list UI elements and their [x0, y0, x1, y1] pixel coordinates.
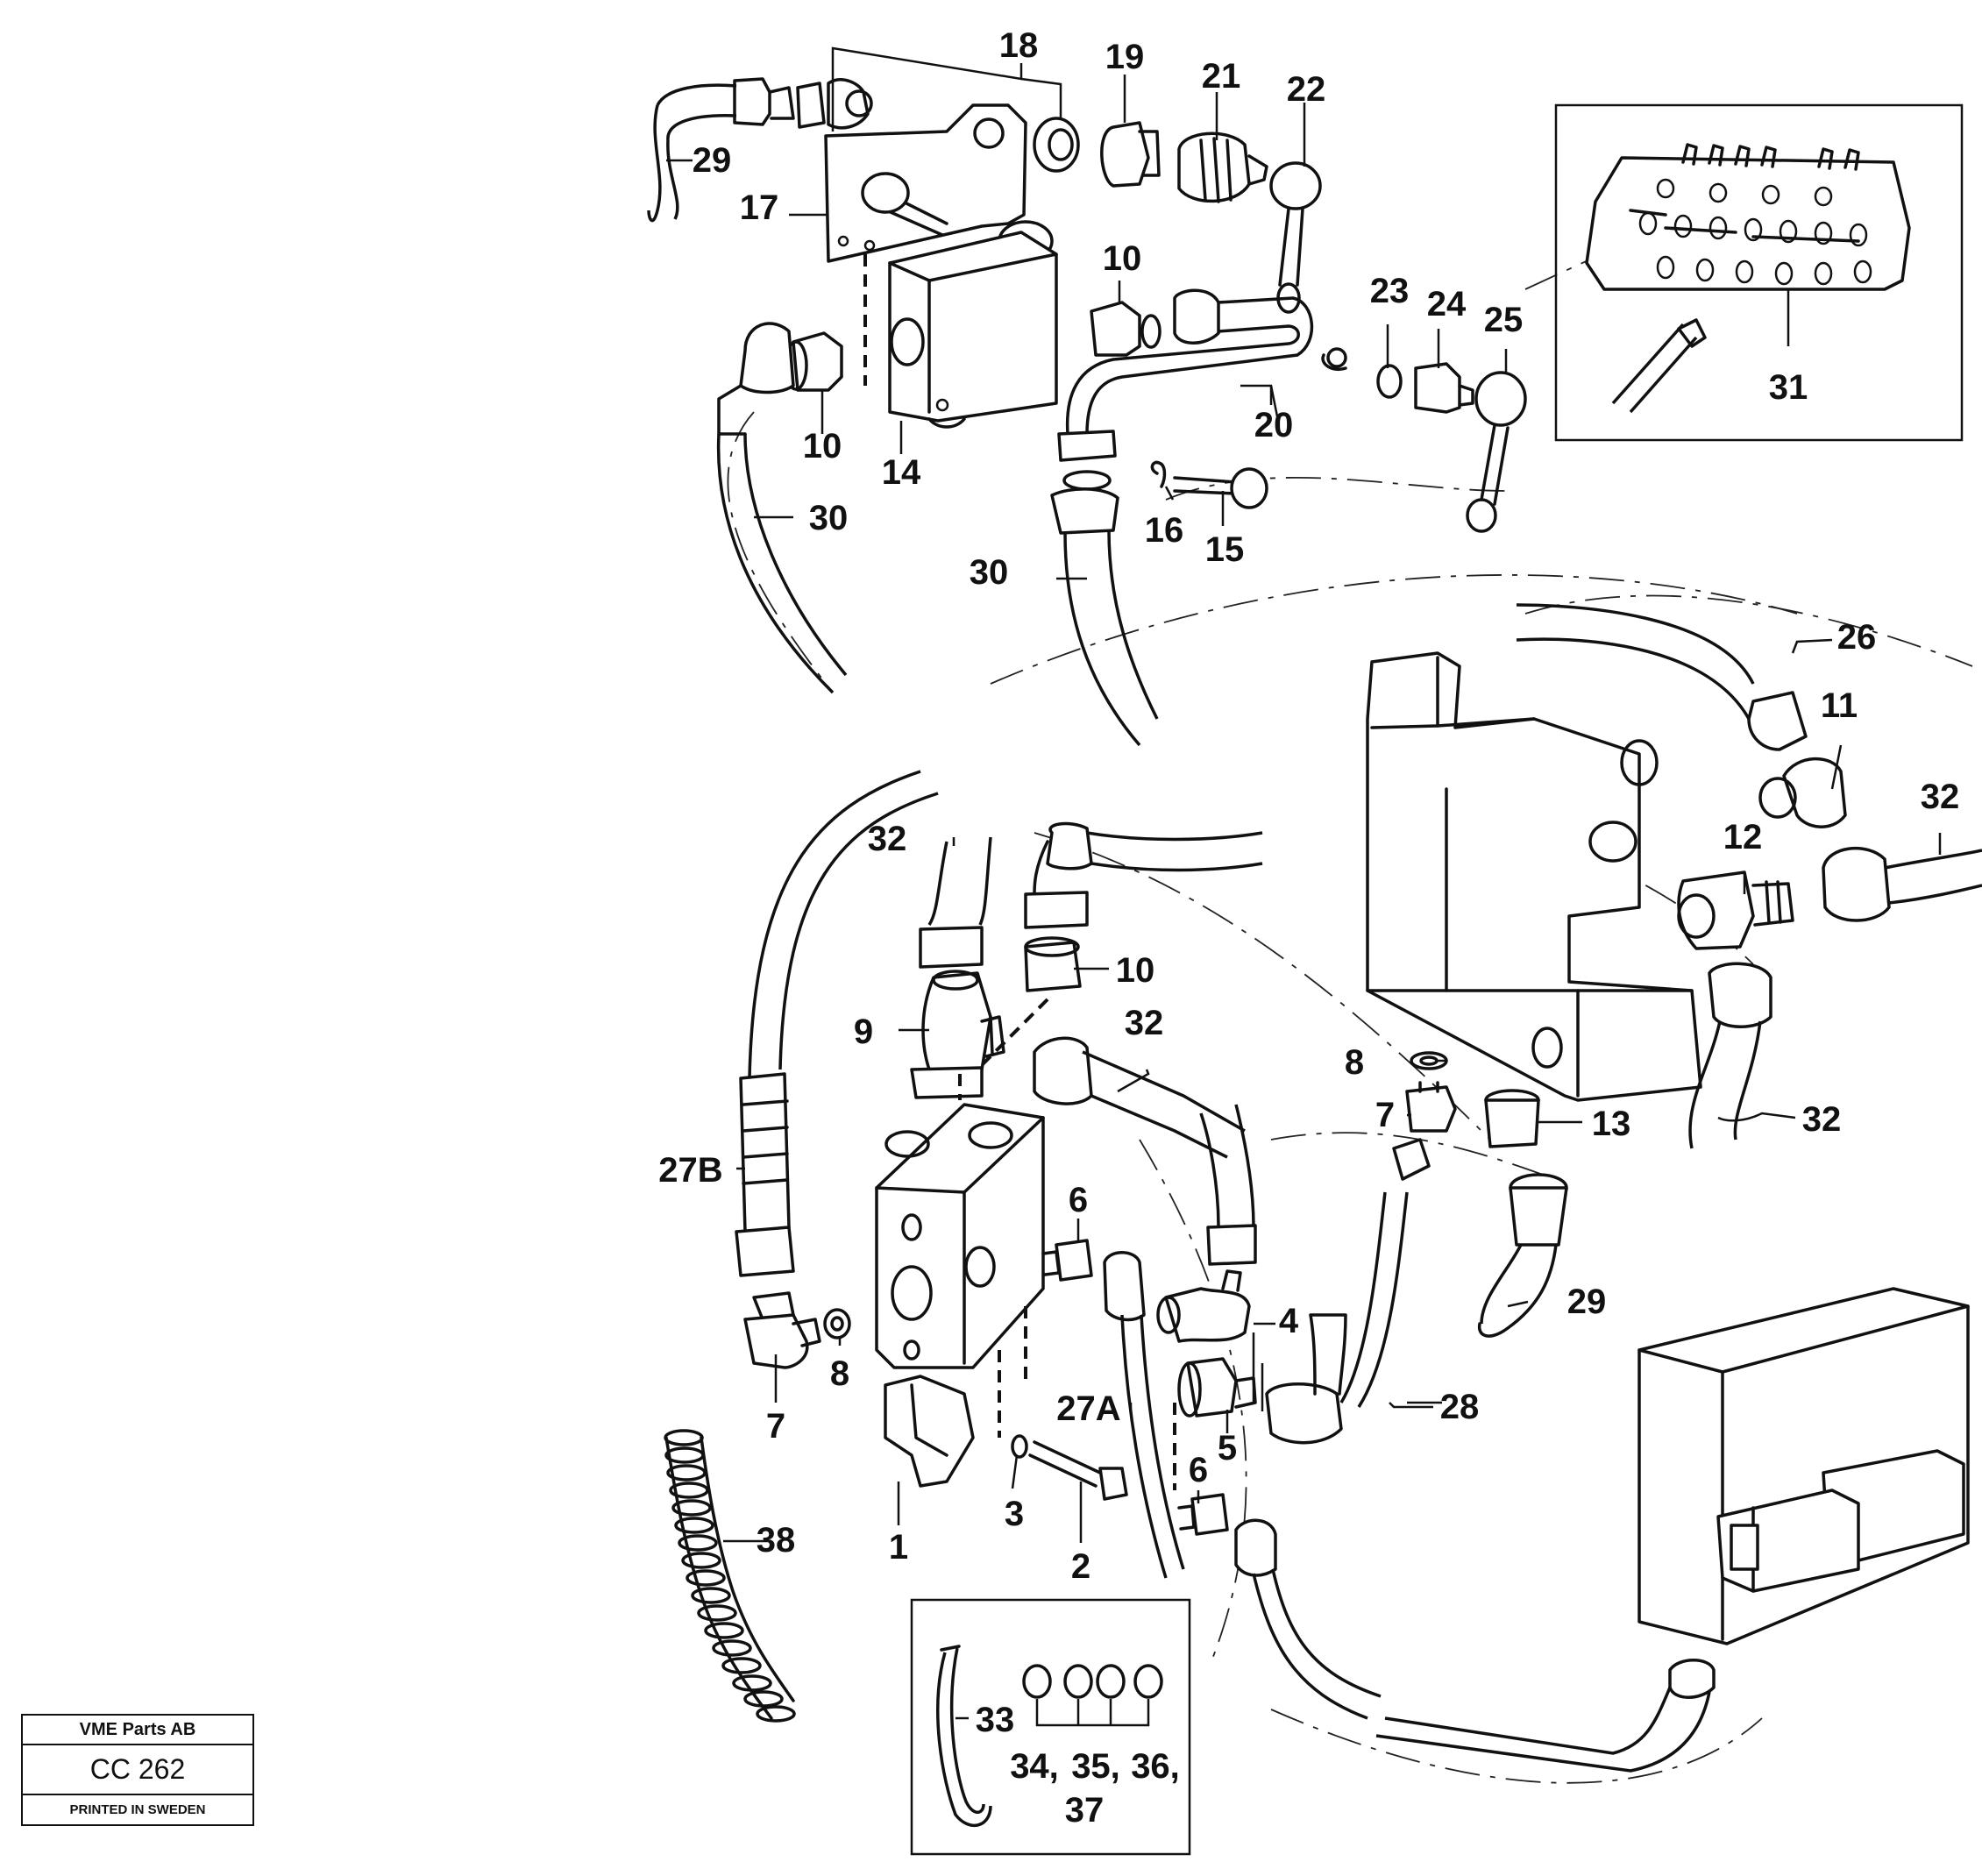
label-13: 13 [1592, 1105, 1631, 1143]
label-36: 36, [1131, 1747, 1180, 1786]
label-35: 35, [1071, 1747, 1120, 1786]
label-8-left: 8 [830, 1354, 849, 1393]
label-25: 25 [1484, 301, 1524, 339]
label-8-right: 8 [1345, 1043, 1364, 1082]
inset-31-valve-block [1554, 103, 1964, 442]
title-stamp: VME Parts AB CC 262 PRINTED IN SWEDEN [21, 1714, 254, 1826]
label-27A: 27A [1056, 1389, 1120, 1428]
label-7-left: 7 [766, 1407, 785, 1446]
label-10-left: 10 [803, 427, 842, 465]
label-30-left: 30 [809, 499, 849, 537]
stamp-code: CC 262 [23, 1745, 252, 1795]
stamp-printed: PRINTED IN SWEDEN [69, 1802, 206, 1817]
label-16: 16 [1145, 511, 1184, 550]
label-6-upper: 6 [1069, 1181, 1088, 1219]
label-12: 12 [1723, 818, 1763, 856]
label-5: 5 [1218, 1429, 1237, 1467]
label-6-lower: 6 [1189, 1451, 1208, 1489]
label-11: 11 [1821, 686, 1858, 725]
label-10-center: 10 [1116, 951, 1155, 990]
label-9: 9 [854, 1013, 873, 1051]
fittings-23-24-25 [1376, 362, 1527, 533]
label-24: 24 [1427, 285, 1467, 323]
label-32-center-top: 32 [868, 820, 907, 858]
label-29-top: 29 [693, 141, 732, 180]
label-20: 20 [1254, 406, 1294, 444]
label-32-center-mid: 32 [1125, 1004, 1164, 1042]
stamp-company: VME Parts AB [23, 1716, 252, 1745]
callout-labels: 18 19 21 22 29 17 10 23 24 25 20 31 10 1… [658, 26, 1959, 1830]
label-27B: 27B [658, 1151, 722, 1190]
label-31: 31 [1769, 368, 1808, 407]
label-2: 2 [1071, 1547, 1090, 1586]
label-19: 19 [1105, 38, 1145, 76]
inset-33-37-hose-kit [910, 1598, 1191, 1856]
label-33: 33 [976, 1701, 1015, 1739]
label-22: 22 [1287, 70, 1326, 109]
label-32-top-right: 32 [1921, 778, 1960, 816]
top-fittings-19-21-22 [1100, 121, 1322, 314]
label-10-top: 10 [1103, 239, 1142, 278]
label-37: 37 [1065, 1791, 1105, 1830]
label-7-right: 7 [1375, 1096, 1395, 1134]
label-28: 28 [1440, 1388, 1480, 1426]
label-1: 1 [889, 1528, 908, 1567]
control-unit-box [1375, 1287, 1970, 1773]
label-15: 15 [1205, 530, 1245, 569]
label-32-right-lower: 32 [1802, 1100, 1842, 1139]
center-valve-group [875, 821, 1568, 1720]
label-26: 26 [1837, 618, 1877, 657]
label-14: 14 [882, 453, 921, 492]
leader-lines [666, 46, 1942, 1720]
label-30-center: 30 [970, 553, 1009, 592]
label-23: 23 [1370, 272, 1410, 310]
label-4: 4 [1279, 1302, 1299, 1340]
top-valve-group [647, 77, 1347, 747]
left-lower-parts [664, 770, 939, 1723]
label-18: 18 [999, 26, 1039, 65]
label-17: 17 [740, 188, 779, 227]
label-21: 21 [1202, 57, 1241, 96]
label-38: 38 [757, 1521, 796, 1560]
control-valve-block [1366, 603, 1982, 1149]
label-34: 34, [1010, 1747, 1059, 1786]
label-29-lower: 29 [1567, 1283, 1607, 1321]
label-3: 3 [1005, 1495, 1024, 1533]
